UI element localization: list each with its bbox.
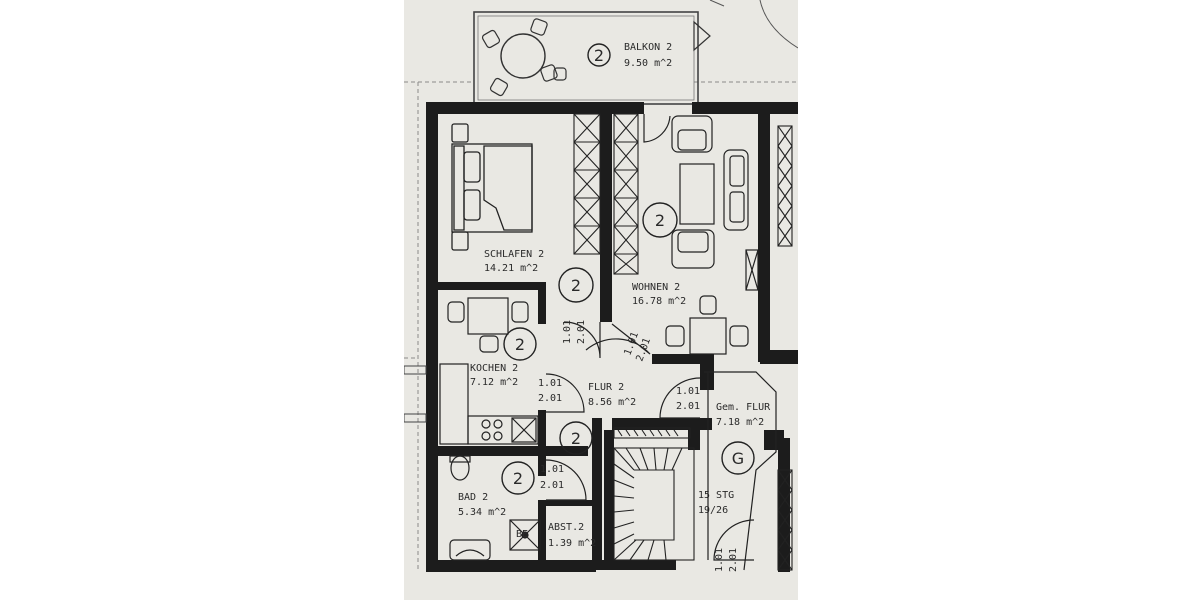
abst-name: ABST.2 bbox=[548, 522, 584, 533]
schlafen-marker: 2 bbox=[571, 276, 581, 295]
door-stair-swing bbox=[713, 519, 755, 561]
staircase bbox=[613, 427, 695, 561]
flur-area: 8.56 m^2 bbox=[588, 397, 636, 408]
stair-ratio: 19/26 bbox=[698, 505, 728, 516]
balcony-table bbox=[500, 33, 546, 79]
sofa-set bbox=[671, 115, 759, 291]
wohnen-marker: 2 bbox=[655, 211, 665, 230]
door-schlafen-height: 2.01 bbox=[576, 320, 587, 344]
dining-table bbox=[665, 295, 749, 355]
abst-area: 1.39 m^2 bbox=[548, 538, 596, 549]
floor-plan: 2 BALKON 2 9.50 m^2 bbox=[404, 0, 798, 600]
kochen-area: 7.12 m^2 bbox=[470, 377, 518, 388]
wohnen-area: 16.78 m^2 bbox=[632, 296, 686, 307]
room-marker-circles bbox=[501, 202, 755, 495]
balcony-marker: 2 bbox=[594, 46, 604, 65]
flur-name: FLUR 2 bbox=[588, 382, 624, 393]
kochen-name: KOCHEN 2 bbox=[470, 363, 518, 374]
door-kochen-width: 1.01 bbox=[538, 378, 562, 389]
interior-walls bbox=[438, 102, 798, 572]
door-swings bbox=[545, 114, 755, 561]
door-entry-height: 2.01 bbox=[676, 401, 700, 412]
stair-count: 15 STG bbox=[698, 490, 734, 501]
gemflur-area: 7.18 m^2 bbox=[716, 417, 764, 428]
door-bad-swing bbox=[545, 459, 587, 501]
door-bad-height: 2.01 bbox=[540, 480, 564, 491]
door-schlafen-width: 1.01 bbox=[562, 320, 573, 344]
balcony-door-symbol bbox=[693, 20, 711, 52]
schlafen-area: 14.21 m^2 bbox=[484, 263, 538, 274]
exterior-walls bbox=[426, 102, 798, 572]
door-entry-width: 1.01 bbox=[676, 386, 700, 397]
door-schlafen-swing bbox=[563, 321, 601, 359]
door-kochen-height: 2.01 bbox=[538, 393, 562, 404]
door-stair-width: 1.01 bbox=[714, 548, 725, 572]
wardrobe-right bbox=[777, 125, 793, 571]
kitchen-furniture bbox=[439, 297, 539, 445]
gemflur-marker: G bbox=[732, 449, 744, 468]
dashed-outline bbox=[404, 81, 798, 570]
door-stair-height: 2.01 bbox=[728, 548, 739, 572]
door-bad-width: 1.01 bbox=[540, 464, 564, 475]
wardrobe-schlafen bbox=[573, 113, 601, 255]
balcony-chairs bbox=[481, 18, 567, 97]
double-bed bbox=[451, 123, 533, 251]
door-wohnen-swing bbox=[585, 323, 651, 355]
bad-name: BAD 2 bbox=[458, 492, 488, 503]
gemflur-name: Gem. FLUR bbox=[716, 402, 771, 413]
kochen-marker: 2 bbox=[515, 335, 525, 354]
neighbour-drawing bbox=[709, 0, 798, 49]
bad-marker: 2 bbox=[513, 469, 523, 488]
door-kochen-swing bbox=[545, 373, 585, 413]
schlafen-name: SCHLAFEN 2 bbox=[484, 249, 544, 260]
common-hall-bay bbox=[704, 371, 777, 571]
wardrobe-wohnen bbox=[613, 113, 639, 275]
bad-area: 5.34 m^2 bbox=[458, 507, 506, 518]
bathroom-fixtures bbox=[449, 455, 541, 561]
window-marks bbox=[404, 365, 427, 423]
door-entry-swing bbox=[659, 377, 701, 419]
wohnen-name: WOHNEN 2 bbox=[632, 282, 680, 293]
balcony-name: BALKON 2 bbox=[624, 42, 672, 53]
balcony-area: 9.50 m^2 bbox=[624, 58, 672, 69]
flur-marker: 2 bbox=[571, 429, 581, 448]
balcony-marker-circle bbox=[587, 43, 611, 67]
shower-label: BE bbox=[516, 529, 528, 540]
door-balcony-swing bbox=[643, 114, 671, 143]
